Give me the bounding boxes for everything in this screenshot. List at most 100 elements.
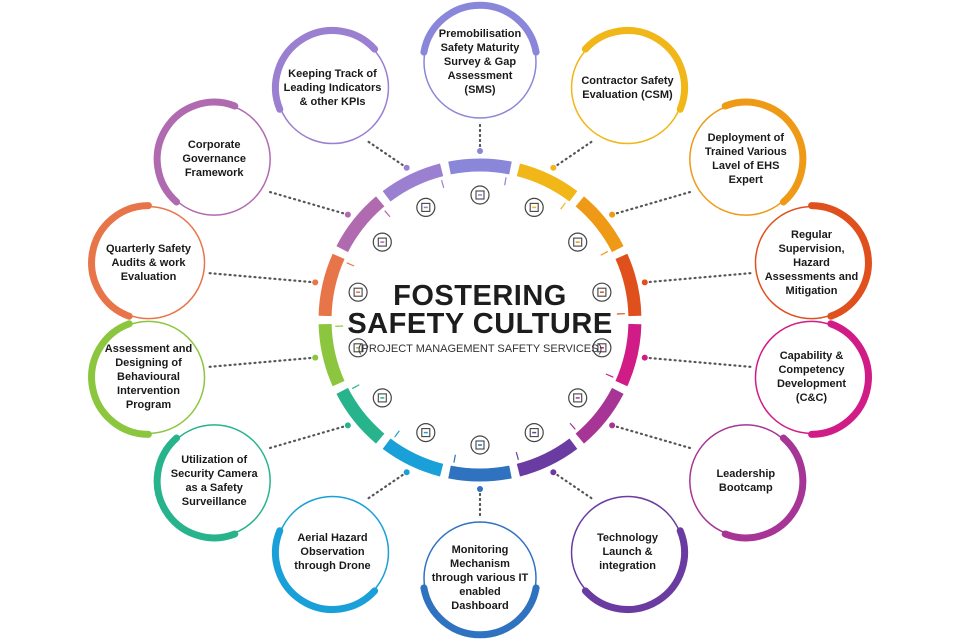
connector-dot bbox=[344, 211, 351, 218]
bubble-accent-arc bbox=[721, 434, 807, 542]
ring-segment bbox=[615, 323, 642, 387]
ring-tick bbox=[351, 384, 360, 390]
bubble-label: Aerial Hazard Observation through Drone bbox=[294, 532, 371, 573]
bubble-label: Assessment and Designing of Behavioural … bbox=[104, 343, 193, 412]
bubble-accent-arc bbox=[808, 320, 872, 438]
ring-tick bbox=[441, 180, 445, 189]
connector-dots bbox=[208, 272, 317, 284]
connector-dots bbox=[364, 138, 408, 169]
ring-segment bbox=[575, 387, 624, 444]
bubble-label: Contractor Safety Evaluation (CSM) bbox=[581, 74, 674, 101]
connector-dots bbox=[611, 424, 694, 450]
bubble-accent-arc bbox=[153, 434, 239, 542]
connector-dot bbox=[403, 164, 410, 171]
checklist-icon bbox=[470, 185, 490, 205]
icon-layer bbox=[348, 185, 612, 455]
ring-tick bbox=[346, 262, 355, 267]
drone-icon bbox=[416, 423, 436, 443]
bubble-label: Technology Launch & integration bbox=[597, 532, 658, 573]
connector-layer bbox=[208, 122, 752, 518]
connector-dot bbox=[312, 354, 319, 361]
connector-dot bbox=[403, 469, 410, 476]
ring-segment bbox=[516, 438, 578, 477]
ring-tick bbox=[394, 430, 400, 438]
connector-dots bbox=[552, 471, 596, 502]
connector-dot bbox=[609, 211, 616, 218]
connector-dot bbox=[641, 354, 648, 361]
bubble-accent-arc bbox=[420, 584, 540, 639]
ring-tick bbox=[600, 250, 609, 256]
bubble-label: Leadership Bootcamp bbox=[716, 467, 776, 494]
team-leader-icon bbox=[568, 388, 588, 408]
bubble-accent-arc bbox=[581, 527, 689, 613]
connector-dots bbox=[266, 190, 349, 216]
bubble-accent-arc bbox=[271, 527, 379, 613]
ring-segment bbox=[318, 253, 345, 317]
safety-worker-icon bbox=[568, 232, 588, 252]
ring-segment bbox=[615, 253, 642, 317]
bubble-label: Corporate Governance Framework bbox=[182, 139, 246, 180]
center-title-line1: FOSTERING bbox=[393, 280, 567, 312]
ring-segment bbox=[448, 465, 512, 482]
ring-tick bbox=[605, 373, 614, 378]
connector-dot bbox=[477, 148, 483, 154]
bubble-accent-arc bbox=[420, 1, 540, 56]
ring-segment bbox=[336, 196, 385, 253]
corporate-building-icon bbox=[372, 232, 392, 252]
bubble-label: Utilization of Security Camera as a Safe… bbox=[170, 453, 258, 508]
center-ring bbox=[318, 158, 642, 482]
ring-segment bbox=[382, 163, 444, 202]
bubble-label: Quarterly Safety Audits & work Evaluatio… bbox=[106, 242, 191, 283]
bubble-layer bbox=[88, 1, 872, 639]
ring-segment bbox=[575, 196, 624, 253]
ring-tick bbox=[569, 422, 576, 430]
connector-dot bbox=[477, 486, 483, 492]
bubble-label: Monitoring Mechanism through various IT … bbox=[431, 544, 529, 612]
bubble-accent-arc bbox=[808, 202, 872, 320]
ring-tick bbox=[504, 177, 507, 186]
connector-dot bbox=[609, 422, 616, 429]
connector-dots bbox=[364, 471, 408, 502]
connector-dots bbox=[643, 356, 752, 368]
ring-segment bbox=[336, 387, 385, 444]
connector-dot bbox=[344, 422, 351, 429]
connector-dots bbox=[611, 190, 694, 216]
center-title-line2: SAFETY CULTURE bbox=[347, 308, 613, 340]
ring-segment bbox=[382, 438, 444, 477]
connector-dot bbox=[641, 279, 648, 286]
connector-dots bbox=[266, 424, 349, 450]
dashboard-monitor-icon bbox=[470, 435, 490, 455]
connector-dots bbox=[643, 272, 752, 284]
bubble-accent-arc bbox=[271, 27, 379, 113]
audit-clipboard-icon bbox=[348, 282, 368, 302]
bubble-label: Keeping Track of Leading Indicators & ot… bbox=[283, 67, 382, 108]
ring-tick bbox=[384, 210, 391, 218]
bubble-label: Deployment of Trained Various Lavel of E… bbox=[704, 132, 787, 187]
bubble-accent-arc bbox=[721, 98, 807, 206]
kpi-gauge-icon bbox=[416, 197, 436, 217]
ring-tick bbox=[453, 454, 456, 463]
target-touch-icon bbox=[524, 423, 544, 443]
connector-dot bbox=[312, 279, 319, 286]
security-camera-icon bbox=[372, 388, 392, 408]
training-icon bbox=[592, 338, 612, 358]
bubble-accent-arc bbox=[581, 27, 689, 113]
bubble-accent-arc bbox=[88, 320, 152, 438]
ring-segment bbox=[318, 323, 345, 387]
ring-segment bbox=[516, 163, 578, 202]
bubble-accent-arc bbox=[88, 202, 152, 320]
bubble-accent-arc bbox=[153, 98, 239, 206]
inspection-report-icon bbox=[592, 282, 612, 302]
behaviour-head-icon bbox=[348, 338, 368, 358]
bubble-label: Regular Supervision, Hazard Assessments … bbox=[764, 228, 859, 297]
ring-tick bbox=[560, 202, 566, 210]
center-subtitle: (PROJECT MANAGEMENT SAFETY SERVICES) bbox=[357, 343, 603, 355]
connector-dot bbox=[550, 469, 557, 476]
handshake-icon bbox=[524, 197, 544, 217]
bubble-label: Premobilisation Safety Maturity Survey &… bbox=[438, 28, 522, 96]
ring-segment bbox=[448, 158, 512, 175]
connector-dots bbox=[208, 356, 317, 368]
connector-dot bbox=[550, 164, 557, 171]
